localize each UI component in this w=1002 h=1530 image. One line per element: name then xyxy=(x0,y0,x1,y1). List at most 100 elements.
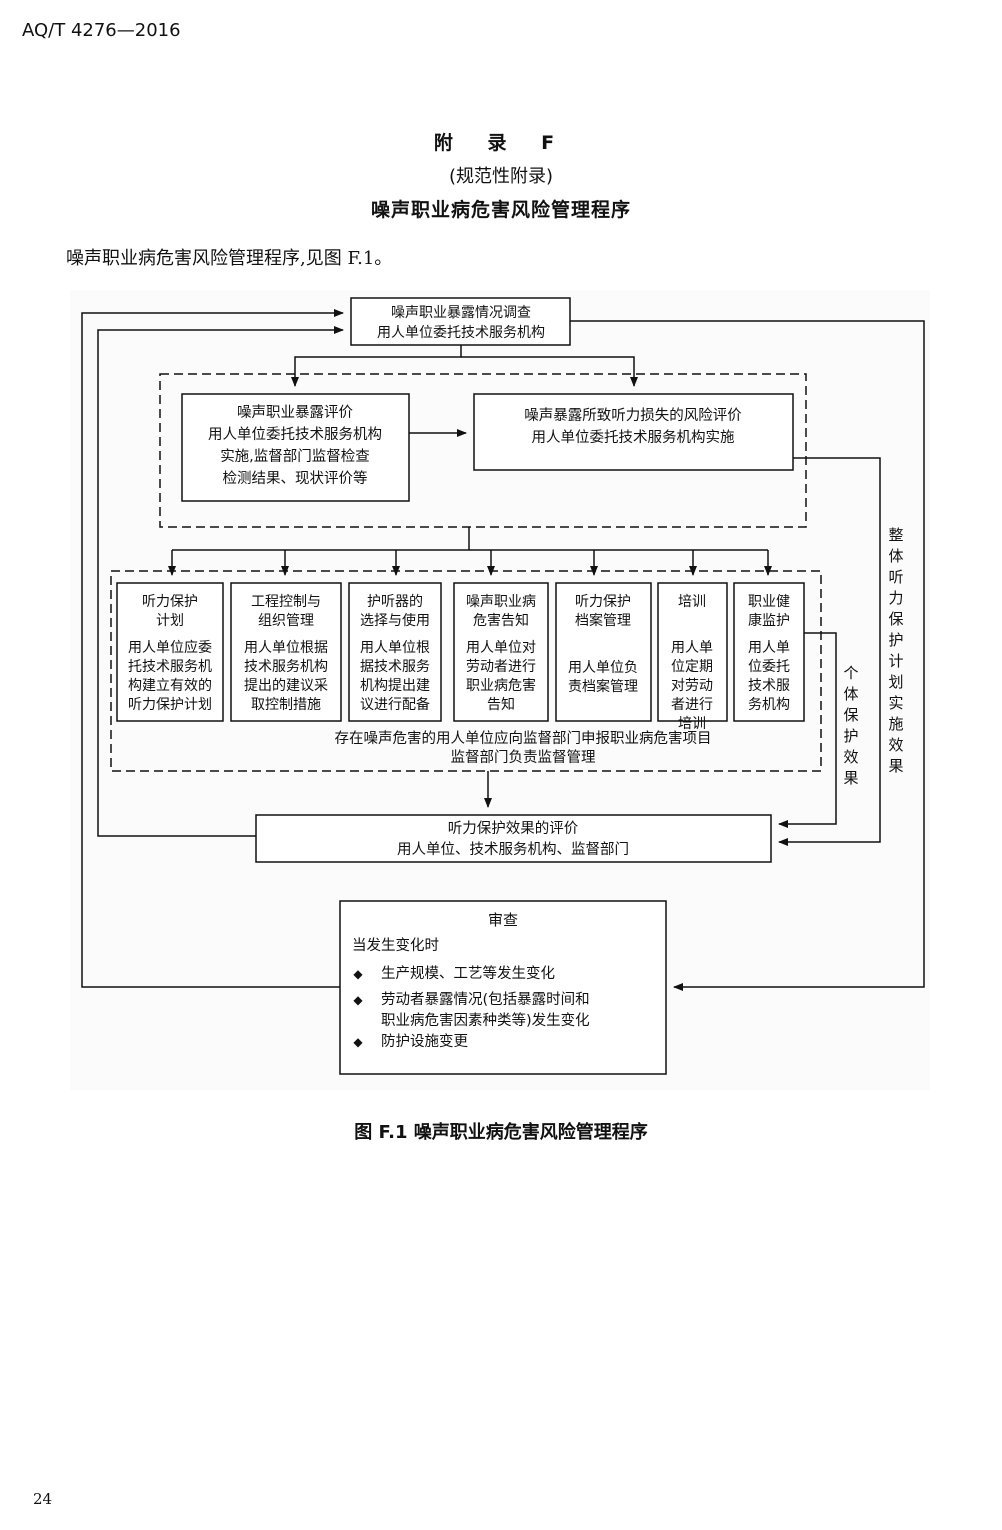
program-box-1 xyxy=(116,582,224,722)
review-item-line: 生产规模、工艺等发生变化 xyxy=(381,964,555,982)
figure-caption: 图 F.1 噪声职业病危害风险管理程序 xyxy=(354,1122,648,1143)
bullet-diamond-icon: ◆ xyxy=(353,967,363,981)
program-box-body: 用人单位应委 xyxy=(128,639,212,656)
program-box-title: 档案管理 xyxy=(575,612,631,629)
program-box-title: 护听器的 xyxy=(367,594,423,610)
bullet-diamond-icon: ◆ xyxy=(353,993,363,1007)
program-box-title: 职业健 xyxy=(748,594,790,610)
overall-effect-label-char: 整 xyxy=(888,526,903,544)
overall-effect-label-char: 划 xyxy=(888,673,903,691)
arrow-to-risk-eval xyxy=(461,356,638,387)
program-box-body: 用人单位根 xyxy=(360,640,430,656)
program-box-body: 责档案管理 xyxy=(568,678,638,695)
individual-effect-label-char: 效 xyxy=(843,748,858,766)
program-box-title: 听力保护 xyxy=(142,594,198,610)
appendix-subtitle: (规范性附录) xyxy=(448,166,554,187)
program-box-body: 对劳动 xyxy=(671,678,713,694)
program-box-body: 用人单 xyxy=(671,640,713,656)
effect-eval-box xyxy=(255,814,772,863)
overall-effect-label-char: 听 xyxy=(888,568,903,586)
standard-code: AQ/T 4276—2016 xyxy=(22,20,181,41)
overall-effect-label-char: 体 xyxy=(888,547,903,565)
program-box-title: 选择与使用 xyxy=(360,612,430,629)
program-box-body: 位委托 xyxy=(748,659,790,675)
program-box-body: 者进行 xyxy=(671,697,713,713)
appendix-heading: 噪声职业病危害风险管理程序 xyxy=(370,199,631,221)
program-box-body: 用人单位负 xyxy=(568,660,638,676)
overall-effect-label-char: 效 xyxy=(888,736,903,754)
overall-effect-label-char: 计 xyxy=(888,652,903,670)
program-box-body: 用人单位根据 xyxy=(244,640,328,656)
appendix-title: 附 录 F xyxy=(433,132,569,154)
review-title: 审查 xyxy=(488,911,518,929)
program-box-4 xyxy=(453,582,549,722)
risk-eval-line: 用人单位委托技术服务机构实施 xyxy=(532,429,735,446)
individual-effect-label-char: 保 xyxy=(843,706,858,724)
individual-effect-label-char: 护 xyxy=(843,727,858,745)
overall-effect-label-char: 果 xyxy=(888,757,903,775)
program-box-body: 用人单 xyxy=(748,640,790,656)
exposure-eval-line: 噪声职业暴露评价 xyxy=(237,403,353,421)
overall-effect-label-char: 实 xyxy=(888,694,903,712)
program-box-body: 机构提出建 xyxy=(360,678,430,694)
program-box-title: 噪声职业病 xyxy=(466,594,536,610)
individual-effect-label-char: 体 xyxy=(843,685,858,703)
program-box-title: 计划 xyxy=(156,613,184,629)
program-box-body: 提出的建议采 xyxy=(244,678,328,694)
risk-eval-box xyxy=(473,393,794,471)
program-box-body: 托技术服务机 xyxy=(128,659,212,675)
program-box-body: 告知 xyxy=(487,696,515,713)
exposure-eval-line: 用人单位委托技术服务机构 xyxy=(208,426,382,443)
declare-line: 监督部门负责监督管理 xyxy=(451,749,596,766)
overall-effect-label-char: 护 xyxy=(888,631,903,649)
arrow-to-exposure-eval xyxy=(291,345,462,387)
review-item-line: 劳动者暴露情况(包括暴露时间和 xyxy=(381,991,590,1008)
review-item-line: 防护设施变更 xyxy=(381,1033,468,1050)
arrow-survey-to-review xyxy=(570,320,925,991)
program-box-body: 构建立有效的 xyxy=(128,678,212,694)
overall-effect-label-char: 保 xyxy=(888,610,903,628)
program-box-5 xyxy=(555,582,652,722)
individual-effect-label-char: 果 xyxy=(843,769,858,787)
program-box-body: 听力保护计划 xyxy=(128,697,212,713)
program-box-body: 议进行配备 xyxy=(360,696,430,713)
program-box-7 xyxy=(733,582,805,722)
page-number: 24 xyxy=(33,1490,53,1508)
program-box-body: 劳动者进行 xyxy=(466,659,536,675)
program-box-title: 培训 xyxy=(678,594,706,610)
program-box-title: 听力保护 xyxy=(575,594,631,610)
program-box-body: 用人单位对 xyxy=(466,640,536,656)
program-box-6 xyxy=(657,582,728,722)
program-box-body: 培训 xyxy=(678,716,706,732)
risk-eval-line: 噪声暴露所致听力损失的风险评价 xyxy=(524,406,742,424)
bullet-diamond-icon: ◆ xyxy=(353,1035,363,1049)
individual-effect-label-char: 个 xyxy=(843,664,858,682)
exposure-eval-line: 实施,监督部门监督检查 xyxy=(220,448,370,465)
survey-box-line: 用人单位委托技术服务机构 xyxy=(377,325,545,341)
intro-paragraph: 噪声职业病危害风险管理程序,见图 F.1。 xyxy=(66,248,393,269)
program-box-2 xyxy=(230,582,342,722)
program-box-body: 据技术服务 xyxy=(360,659,430,675)
effect-eval-line: 听力保护效果的评价 xyxy=(448,820,579,837)
program-box-body: 职业病危害 xyxy=(466,678,536,694)
program-box-body: 技术服务机构 xyxy=(244,659,328,675)
arrow-effect-feedback xyxy=(97,326,344,837)
diagram-text: 噪声职业暴露情况调查用人单位委托技术服务机构噪声职业暴露评价用人单位委托技术服务… xyxy=(128,305,904,1050)
review-box xyxy=(339,900,667,1075)
program-box-body: 位定期 xyxy=(671,659,713,675)
program-group-frame xyxy=(110,570,822,772)
overall-effect-label-char: 力 xyxy=(888,589,903,607)
overall-effect-label-char: 施 xyxy=(888,715,903,733)
survey-box-line: 噪声职业暴露情况调查 xyxy=(391,305,531,321)
program-box-body: 取控制措施 xyxy=(251,697,321,713)
arrow-overall-effect xyxy=(778,457,881,846)
review-item-line: 职业病危害因素种类等)发生变化 xyxy=(381,1011,590,1029)
program-box-title: 工程控制与 xyxy=(251,594,321,610)
arrow-individual-effect xyxy=(778,632,837,828)
evaluation-group-frame xyxy=(159,373,807,528)
program-box-title: 康监护 xyxy=(748,612,790,629)
program-box-3 xyxy=(348,582,442,722)
program-box-body: 务机构 xyxy=(748,697,790,713)
declare-line: 存在噪声危害的用人单位应向监督部门申报职业病危害项目 xyxy=(335,729,712,747)
